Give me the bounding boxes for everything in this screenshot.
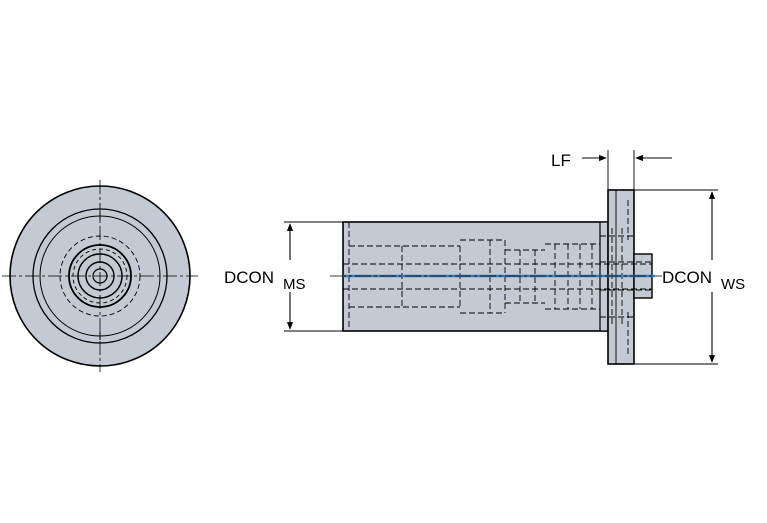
lf-label: LF <box>551 151 571 170</box>
end-view <box>2 180 198 372</box>
dcon-ms-label-main: DCON <box>224 268 274 287</box>
dimensions <box>284 150 718 365</box>
labels: LF DCON MS DCON WS <box>224 151 745 293</box>
dcon-ws-label-main: DCON <box>662 268 712 287</box>
dcon-ms-label-subscript: MS <box>283 276 306 293</box>
side-view <box>330 189 662 365</box>
dcon-ws-label-subscript: WS <box>721 276 745 293</box>
